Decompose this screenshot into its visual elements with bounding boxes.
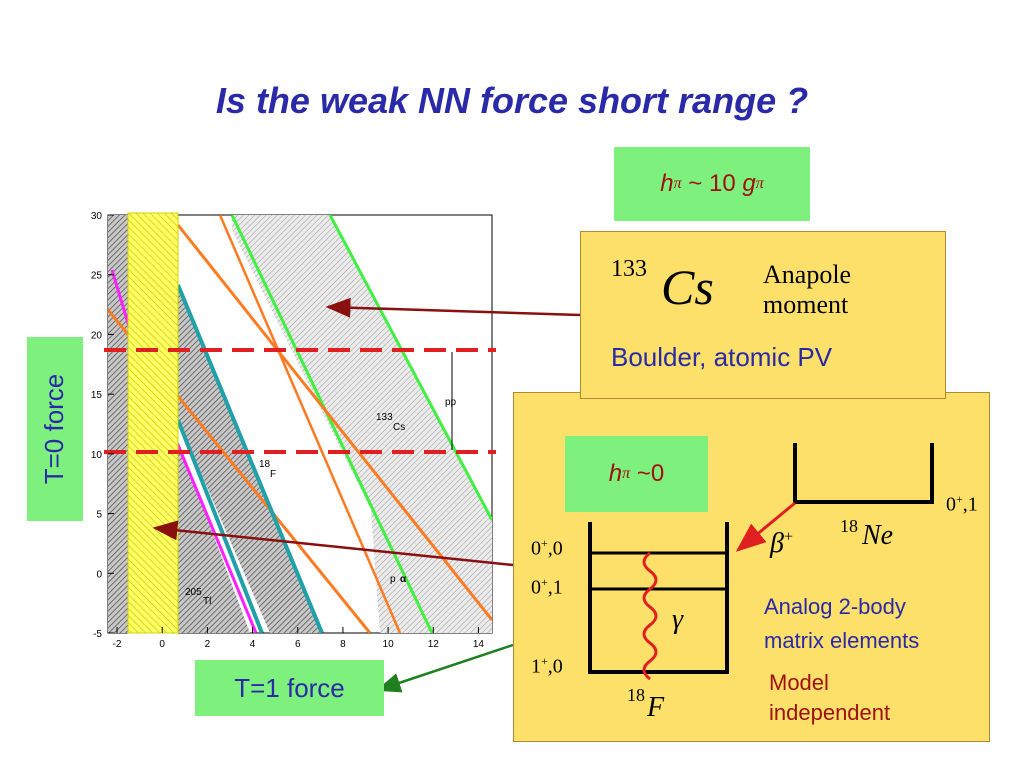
beta-symbol: β bbox=[770, 528, 784, 559]
cs-band-left-edge bbox=[230, 215, 434, 633]
x-tick-label: 14 bbox=[473, 639, 485, 650]
f-symbol: F bbox=[647, 692, 665, 723]
x-tick-label: 8 bbox=[340, 639, 346, 650]
hpi0-h: h bbox=[608, 460, 623, 487]
ne-state-j: 0 bbox=[946, 493, 956, 516]
f-mass: 18 bbox=[627, 685, 645, 705]
hpi-middle: ~ 10 bbox=[681, 170, 743, 197]
gpi-g: g bbox=[742, 170, 756, 197]
f-l3-t: ,0 bbox=[547, 655, 563, 678]
f-l3-j: 1 bbox=[531, 655, 541, 678]
y-tick-label: 10 bbox=[91, 450, 103, 461]
f-well bbox=[588, 522, 729, 674]
magenta-line-lower bbox=[176, 444, 258, 633]
beta-decay-arrow bbox=[735, 501, 796, 552]
f-l3-parity: + bbox=[541, 654, 548, 668]
orange-line-upper bbox=[176, 224, 492, 621]
x-axis-ticks: -2 0 2 4 6 8 10 12 14 bbox=[113, 627, 485, 650]
y-axis-ticks: 30 25 20 15 10 5 0 -5 bbox=[91, 211, 114, 640]
x-tick-label: -2 bbox=[113, 639, 122, 650]
gamma-label: γ bbox=[672, 604, 684, 635]
gpi-pi: π bbox=[755, 175, 764, 192]
x-tick-label: 4 bbox=[250, 639, 256, 650]
model-line2: independent bbox=[769, 700, 891, 725]
f-level-label-2: 0+,1 bbox=[531, 575, 563, 600]
x-tick-label: 0 bbox=[159, 639, 165, 650]
teal-line-right bbox=[176, 419, 264, 633]
cs-plot-mass: 133 bbox=[376, 412, 393, 423]
ne-well bbox=[793, 443, 934, 504]
f-l1-j: 0 bbox=[531, 537, 541, 560]
plot-bands bbox=[108, 215, 492, 633]
hpi-h: h bbox=[660, 170, 674, 197]
cs-label-line2: moment bbox=[763, 290, 849, 319]
y-tick-label: 5 bbox=[96, 510, 102, 521]
f-l2-parity: + bbox=[541, 575, 548, 589]
y-tick-label: -5 bbox=[93, 629, 102, 640]
beta-sup: + bbox=[783, 528, 793, 546]
analog-text: Analog 2-body matrix elements bbox=[764, 590, 919, 658]
y-tick-label: 0 bbox=[96, 569, 102, 580]
ne-mass: 18 bbox=[840, 516, 858, 536]
y-tick-label: 20 bbox=[91, 330, 103, 341]
f-l1-parity: + bbox=[541, 536, 548, 550]
hatched-region-left bbox=[108, 215, 128, 633]
cs-symbol: Cs bbox=[661, 259, 714, 315]
cs-band-right-edge bbox=[328, 215, 492, 521]
arrow-to-t1-force bbox=[375, 643, 514, 693]
x-tick-label: 6 bbox=[295, 639, 301, 650]
model-text: Model independent bbox=[769, 668, 890, 728]
f-plot-symbol: F bbox=[270, 469, 276, 480]
y-tick-label: 30 bbox=[91, 211, 103, 222]
cs-mass: 133 bbox=[611, 256, 647, 282]
t1-force-box: T=1 force bbox=[195, 660, 384, 716]
f-l2-j: 0 bbox=[531, 576, 541, 599]
ne-state-parity: + bbox=[956, 492, 963, 506]
hpi0-rest: ~0 bbox=[630, 460, 665, 487]
ne-symbol: Ne bbox=[862, 520, 894, 551]
f-l2-t: ,1 bbox=[547, 576, 563, 599]
pp-label: pp bbox=[445, 397, 457, 408]
y-tick-label: 15 bbox=[91, 390, 103, 401]
alpha-plot-label: α bbox=[400, 574, 407, 585]
orange-line-steep bbox=[218, 215, 402, 633]
t0-force-box: T=0 force bbox=[27, 337, 83, 521]
analog-line2: matrix elements bbox=[764, 628, 920, 653]
ne-state-t: ,1 bbox=[962, 493, 978, 516]
page-title: Is the weak NN force short range ? bbox=[215, 80, 809, 121]
f-l1-t: ,0 bbox=[547, 537, 563, 560]
f-level-label-3: 1+,0 bbox=[531, 654, 563, 679]
teal-line-left bbox=[176, 284, 324, 633]
arrow-cs-to-plot bbox=[325, 297, 581, 318]
model-line1: Model bbox=[769, 670, 829, 695]
yellow-band bbox=[127, 212, 179, 634]
y-tick-label: 25 bbox=[91, 271, 103, 282]
cs-box: 133 Cs Anapole moment Boulder, atomic PV bbox=[580, 231, 946, 399]
cs-label: Anapole moment bbox=[763, 260, 851, 320]
tl-plot-mass: 205 bbox=[185, 587, 202, 598]
x-tick-label: 2 bbox=[205, 639, 211, 650]
magenta-line-upper bbox=[110, 269, 132, 331]
beta-label: β+ bbox=[770, 528, 793, 560]
cs-label-line1: Anapole bbox=[763, 260, 852, 289]
f-plot-mass: 18 bbox=[259, 459, 271, 470]
ne-state-label: 0+,1 bbox=[946, 492, 978, 517]
cs-subtitle: Boulder, atomic PV bbox=[611, 342, 833, 372]
x-tick-label: 12 bbox=[428, 639, 440, 650]
analog-line1: Analog 2-body bbox=[764, 594, 906, 619]
p-plot-label: p bbox=[390, 574, 396, 585]
arrow-hpi-to-plot bbox=[152, 520, 514, 567]
f-level-label-1: 0+,0 bbox=[531, 536, 563, 561]
hpi-pi: π bbox=[673, 175, 682, 192]
x-tick-label: 10 bbox=[383, 639, 395, 650]
tl-plot-symbol: Tl bbox=[203, 596, 211, 607]
gamma-transition bbox=[642, 551, 658, 681]
cs-plot-symbol: Cs bbox=[393, 422, 405, 433]
hpi0-pi: π bbox=[622, 465, 631, 482]
